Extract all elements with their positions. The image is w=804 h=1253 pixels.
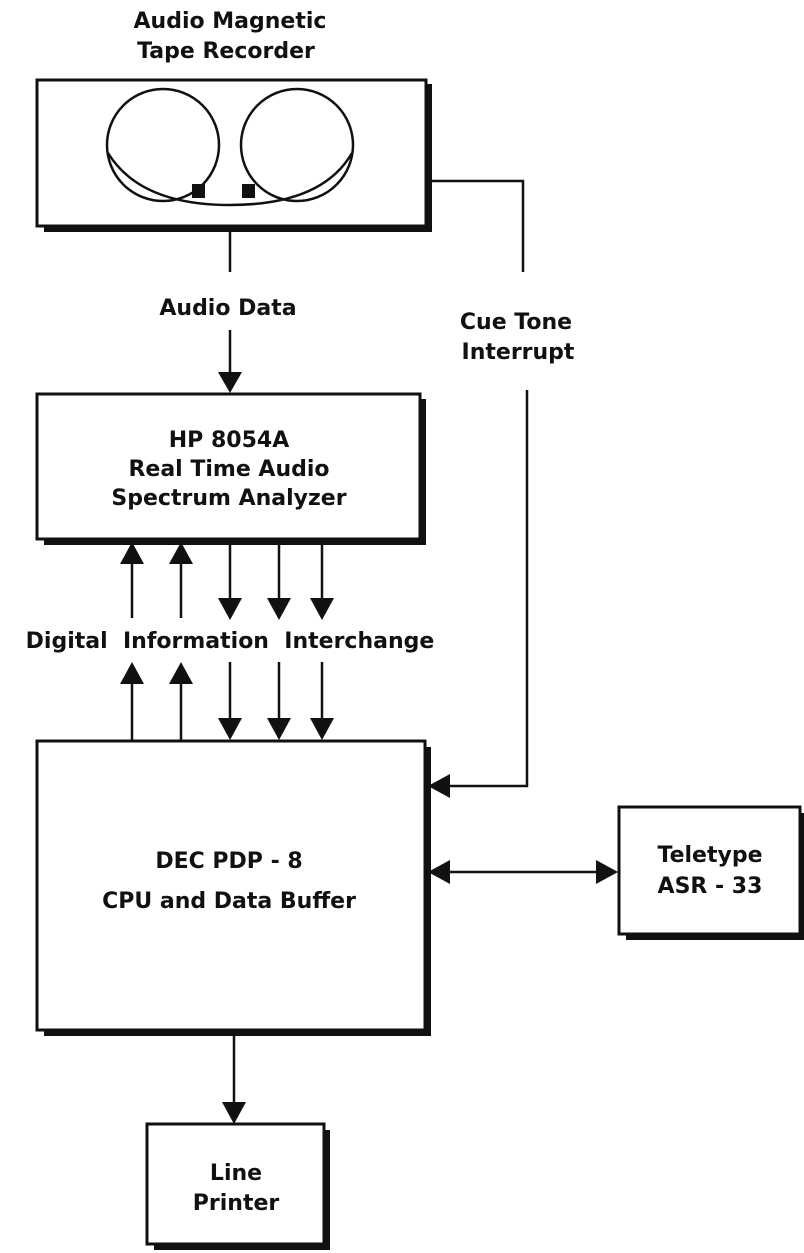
interchange-lower-arrows xyxy=(120,662,334,741)
interchange-label: Digital Information Interchange xyxy=(26,629,435,654)
cpu-printer-link xyxy=(222,1032,246,1124)
cue-tone-label-line1: Cue Tone xyxy=(460,310,572,335)
cue-tone-label-line2: Interrupt xyxy=(462,340,575,365)
interchange-upper-arrows xyxy=(120,541,334,620)
analyzer-label-line3: Spectrum Analyzer xyxy=(111,486,346,511)
cue-tone-arrowhead xyxy=(428,774,450,798)
audio-data-label: Audio Data xyxy=(159,296,296,321)
recorder-box xyxy=(35,78,428,228)
teletype-label-line1: Teletype xyxy=(658,843,763,868)
teletype-label-line2: ASR - 33 xyxy=(658,874,763,899)
recorder-title-line2: Tape Recorder xyxy=(137,39,315,64)
cue-tone-link: Cue Tone Interrupt xyxy=(428,179,575,798)
right-reel-icon xyxy=(239,87,355,203)
tape-path-icon xyxy=(106,152,354,207)
audio-data-link: Audio Data xyxy=(159,230,297,393)
analyzer-block: HP 8054A Real Time Audio Spectrum Analyz… xyxy=(35,392,426,545)
cpu-label-line2: CPU and Data Buffer xyxy=(102,889,356,914)
cpu-label-line1: DEC PDP - 8 xyxy=(155,849,302,874)
left-reel-icon xyxy=(105,87,221,203)
tape-head-left-icon xyxy=(192,184,205,198)
printer-label-line2: Printer xyxy=(193,1191,280,1216)
cpu-teletype-link xyxy=(428,860,618,884)
analyzer-label-line1: HP 8054A xyxy=(169,428,289,453)
tape-recorder-block: Audio Magnetic Tape Recorder xyxy=(35,9,432,232)
printer-input-arrowhead xyxy=(222,1102,246,1124)
teletype-input-arrowhead xyxy=(596,860,618,884)
audio-data-arrowhead xyxy=(218,372,242,393)
analyzer-box xyxy=(35,392,422,541)
teletype-box xyxy=(617,805,802,936)
cpu-block: DEC PDP - 8 CPU and Data Buffer xyxy=(35,739,431,1036)
teletype-block: Teletype ASR - 33 xyxy=(617,805,804,940)
printer-label-line1: Line xyxy=(210,1161,262,1186)
printer-box xyxy=(145,1122,326,1246)
printer-block: Line Printer xyxy=(145,1122,330,1250)
recorder-title-line1: Audio Magnetic xyxy=(134,9,327,34)
cpu-input-arrowhead xyxy=(428,860,450,884)
tape-head-right-icon xyxy=(242,184,255,198)
cpu-box xyxy=(35,739,427,1032)
analyzer-label-line2: Real Time Audio xyxy=(128,457,329,482)
